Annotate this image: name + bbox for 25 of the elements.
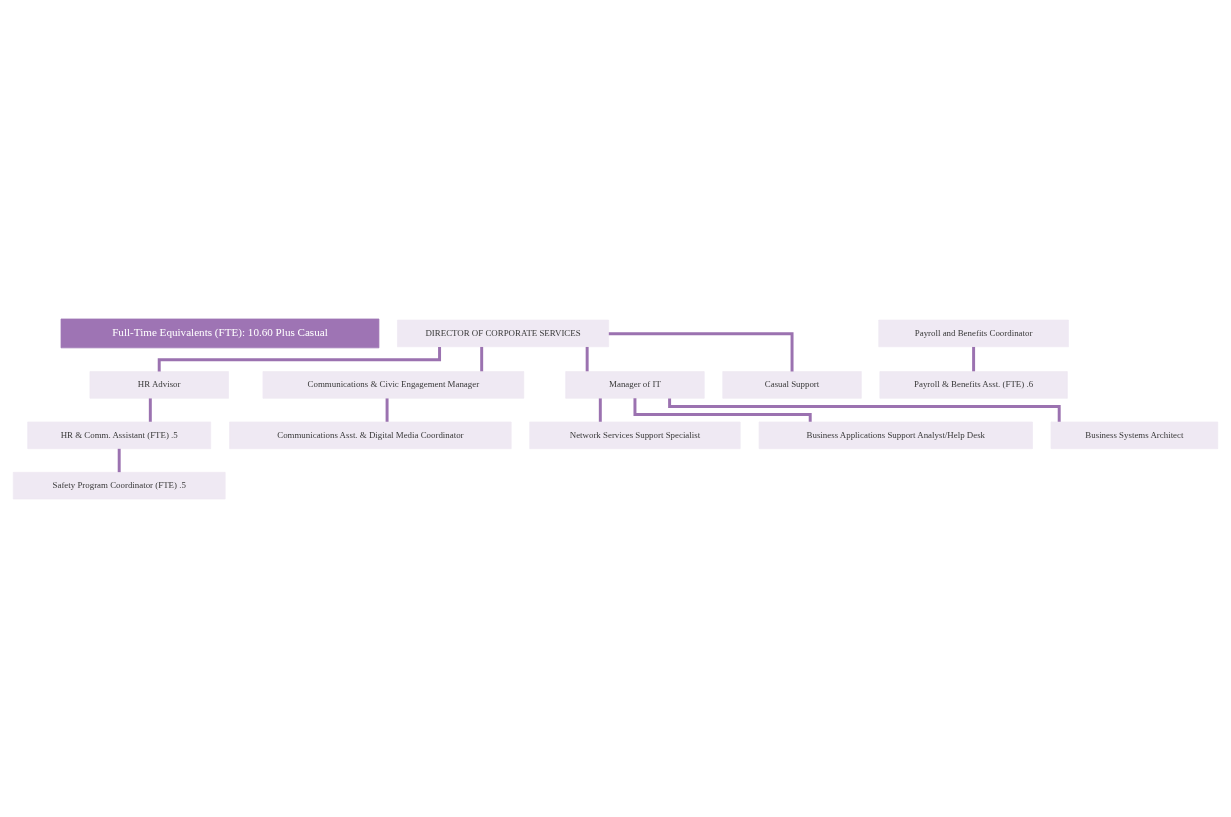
node-box: HR & Comm. Assistant (FTE) .5 <box>27 421 212 449</box>
connector <box>598 397 602 422</box>
node-box: Payroll and Benefits Coordinator <box>878 319 1069 347</box>
connector <box>585 346 589 371</box>
connector <box>385 397 389 422</box>
node-box: Network Services Support Specialist <box>529 421 741 449</box>
connector <box>117 448 121 472</box>
connector <box>668 397 1061 422</box>
connector <box>148 397 152 422</box>
node-box: Business Systems Architect <box>1050 421 1219 449</box>
node-box: Casual Support <box>722 370 862 399</box>
node-box: Payroll & Benefits Asst. (FTE) .6 <box>879 370 1068 399</box>
connector <box>608 331 794 371</box>
connector <box>633 397 812 422</box>
node-box: HR Advisor <box>89 370 229 399</box>
connector <box>480 346 484 371</box>
node-box: Business Applications Support Analyst/Help Desk <box>758 421 1033 449</box>
node-box: Safety Program Coordinator (FTE) .5 <box>12 471 226 499</box>
connector <box>972 346 976 371</box>
node-box: Communications Asst. & Digital Media Coordinator <box>229 421 512 449</box>
node-box: DIRECTOR OF CORPORATE SERVICES <box>397 319 609 347</box>
node-box: Manager of IT <box>565 370 705 399</box>
node-box: Communications & Civic Engagement Manager <box>262 370 525 399</box>
node-box: Full-Time Equivalents (FTE): 10.60 Plus Casual <box>60 318 380 348</box>
connector <box>157 346 442 371</box>
